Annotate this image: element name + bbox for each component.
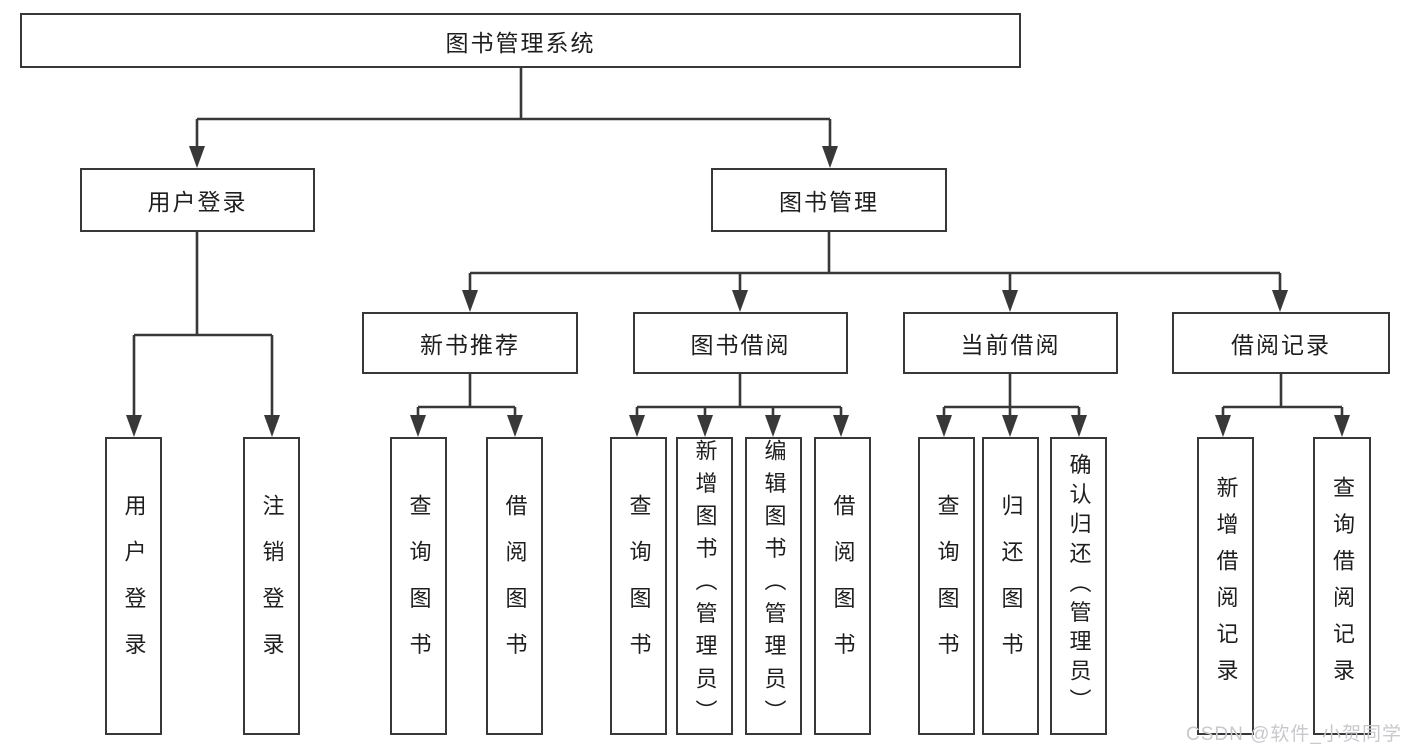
leaf-newbook-query-book: 查询图书: [390, 437, 447, 735]
node-new-book-recommend: 新书推荐: [362, 312, 578, 374]
node-new-book-recommend-label: 新书推荐: [420, 332, 520, 358]
leaf-borrow-borrow-book: 借阅图书: [814, 437, 871, 735]
csdn-watermark: CSDN @软件_小贺同学: [1186, 724, 1402, 745]
leaf-borrow-query-book: 查询图书: [610, 437, 667, 735]
node-current-borrow: 当前借阅: [903, 312, 1118, 374]
node-book-borrow-label: 图书借阅: [690, 332, 791, 358]
leaf-newbook-borrow-book: 借阅图书: [486, 437, 543, 735]
node-user-login: 用户登录: [80, 168, 315, 232]
leaf-current-return-book: 归还图书: [982, 437, 1039, 735]
leaf-records-query-record: 查询借阅记录: [1313, 437, 1371, 735]
leaf-logout-login: 注销登录: [243, 437, 300, 735]
node-library-system: 图书管理系统: [20, 13, 1021, 68]
leaf-borrow-edit-book-admin: 编辑图书（管理员）: [745, 437, 802, 735]
node-borrow-records-label: 借阅记录: [1231, 332, 1331, 358]
node-book-management: 图书管理: [711, 168, 947, 232]
node-book-borrow: 图书借阅: [633, 312, 848, 374]
node-book-management-label: 图书管理: [779, 189, 879, 215]
leaf-current-confirm-return-admin: 确认归还（管理员）: [1050, 437, 1107, 735]
node-borrow-records: 借阅记录: [1172, 312, 1390, 374]
leaf-current-query-book: 查询图书: [918, 437, 975, 735]
node-user-login-label: 用户登录: [147, 189, 248, 215]
leaf-borrow-add-book-admin: 新增图书（管理员）: [676, 437, 733, 735]
arrowheads: [126, 146, 1350, 437]
node-current-borrow-label: 当前借阅: [960, 332, 1061, 358]
node-library-system-label: 图书管理系统: [445, 29, 596, 56]
leaf-records-add-record: 新增借阅记录: [1197, 437, 1254, 735]
leaf-user-login: 用户登录: [105, 437, 162, 735]
